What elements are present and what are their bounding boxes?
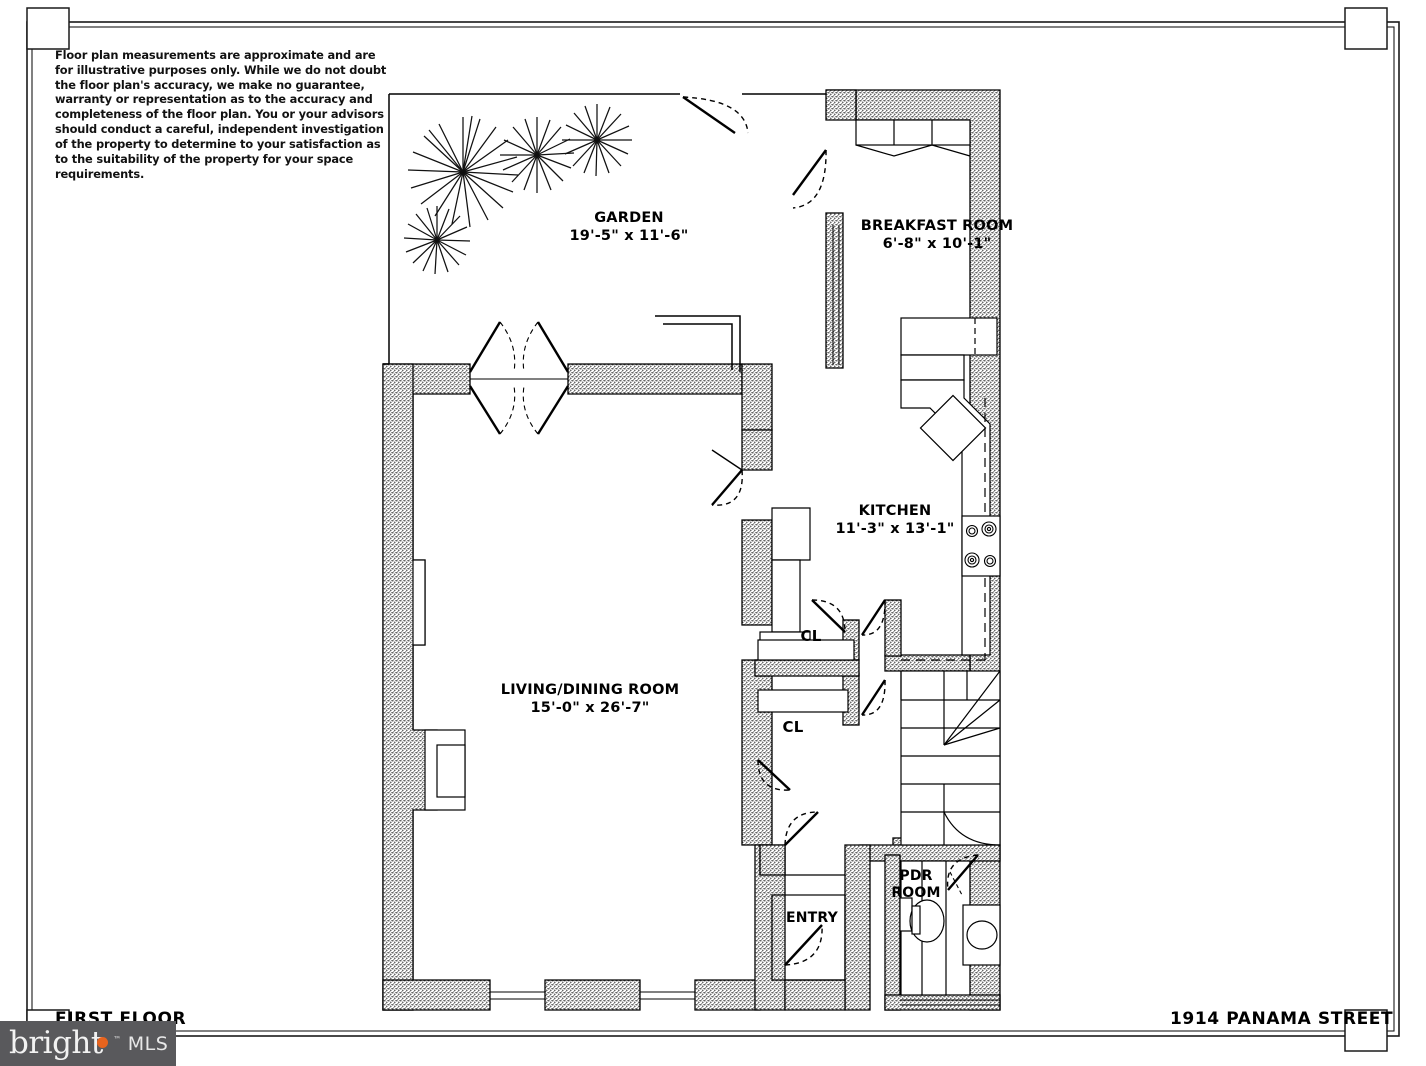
room-dims-breakfast: 6'-8" x 10'-1" <box>882 235 992 252</box>
address-label: 1914 PANAMA STREET <box>1170 1009 1394 1029</box>
garden-boundary <box>383 93 826 372</box>
staircase <box>900 670 1001 846</box>
pdr-leader-line <box>949 871 963 896</box>
french-doors <box>468 321 570 435</box>
fixtures <box>412 119 1001 1006</box>
room-dims-living-dining: 15'-0" x 26'-7" <box>530 699 650 716</box>
room-label-garden: GARDEN 19'-5" x 11'-6" <box>534 210 724 245</box>
room-label-entry: ENTRY <box>786 910 838 926</box>
room-label-kitchen: KITCHEN 11'-3" x 13'-1" <box>800 503 990 538</box>
room-name-breakfast: BREAKFAST ROOM <box>860 218 1014 234</box>
sink-icon <box>962 904 1001 966</box>
room-dims-garden: 19'-5" x 11'-6" <box>569 227 689 244</box>
watermark-suffix: MLS <box>127 1032 169 1055</box>
room-label-pdr: PDR ROOM <box>878 868 954 902</box>
door-swings <box>468 96 979 966</box>
closet-label-upper: CL <box>800 627 822 645</box>
window-symbols <box>490 991 695 1000</box>
closet-label-lower: CL <box>782 718 804 736</box>
room-name-kitchen: KITCHEN <box>858 503 932 519</box>
room-name-garden: GARDEN <box>594 210 664 226</box>
page-frame <box>26 21 1400 1037</box>
room-name-living-dining: LIVING/DINING ROOM <box>500 682 680 698</box>
watermark-brand: bright ™ <box>9 1028 121 1059</box>
room-dims-kitchen: 11'-3" x 13'-1" <box>835 520 955 537</box>
cooktop-burner-icons <box>964 521 997 568</box>
garden-plant-icons <box>403 104 632 275</box>
watermark-tm-icon: ™ <box>113 1034 121 1044</box>
room-name-pdr-second-line: ROOM <box>891 885 941 902</box>
watermark-accent-dot <box>97 1037 108 1048</box>
room-label-living-dining: LIVING/DINING ROOM 15'-0" x 26'-7" <box>478 682 702 717</box>
bright-mls-watermark: bright ™ MLS <box>0 1021 176 1066</box>
toilet-icon <box>899 897 945 943</box>
watermark-brand-text: bright <box>9 1025 103 1061</box>
disclaimer-text: Floor plan measurements are approximate … <box>55 48 387 181</box>
room-name-pdr: PDR <box>899 868 933 884</box>
room-label-breakfast: BREAKFAST ROOM 6'-8" x 10'-1" <box>842 218 1032 253</box>
